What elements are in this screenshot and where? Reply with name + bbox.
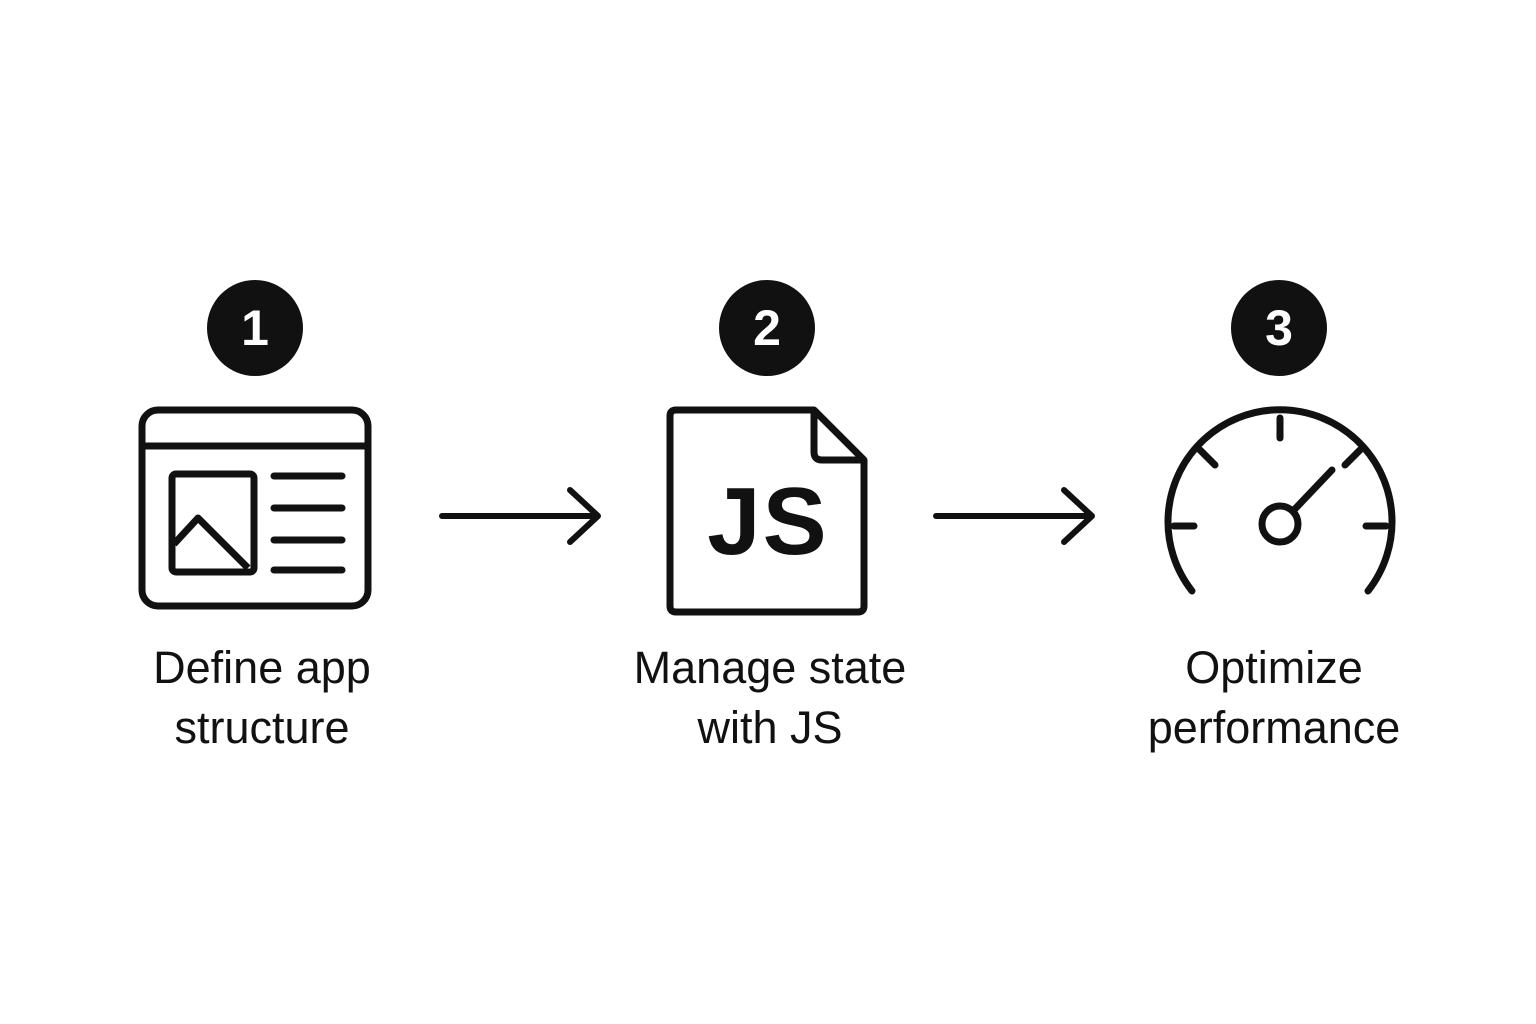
step-2-label: Manage state with JS — [580, 638, 960, 758]
step-1-label: Define app structure — [72, 638, 452, 758]
speedometer-icon — [1164, 406, 1396, 595]
step-1-label-line2: structure — [174, 702, 350, 753]
step-3-number: 3 — [1265, 300, 1293, 356]
step-1-number-badge: 1 — [207, 280, 303, 376]
step-1-number: 1 — [241, 300, 269, 356]
js-file-icon: JS — [664, 404, 872, 618]
step-2-number-badge: 2 — [719, 280, 815, 376]
step-2-label-line1: Manage state — [633, 642, 907, 693]
app-layout-icon — [138, 406, 372, 610]
step-3-label: Optimize performance — [1084, 638, 1464, 758]
step-3-label-line2: performance — [1147, 702, 1401, 753]
step-2-label-line2: with JS — [697, 702, 843, 753]
step-3-number-badge: 3 — [1231, 280, 1327, 376]
arrow-right-icon — [933, 487, 1095, 545]
step-3-label-line1: Optimize — [1185, 642, 1363, 693]
step-1-label-line1: Define app — [153, 642, 371, 693]
js-file-label: JS — [707, 468, 829, 575]
arrow-right-icon — [439, 487, 601, 545]
step-2-number: 2 — [753, 300, 781, 356]
